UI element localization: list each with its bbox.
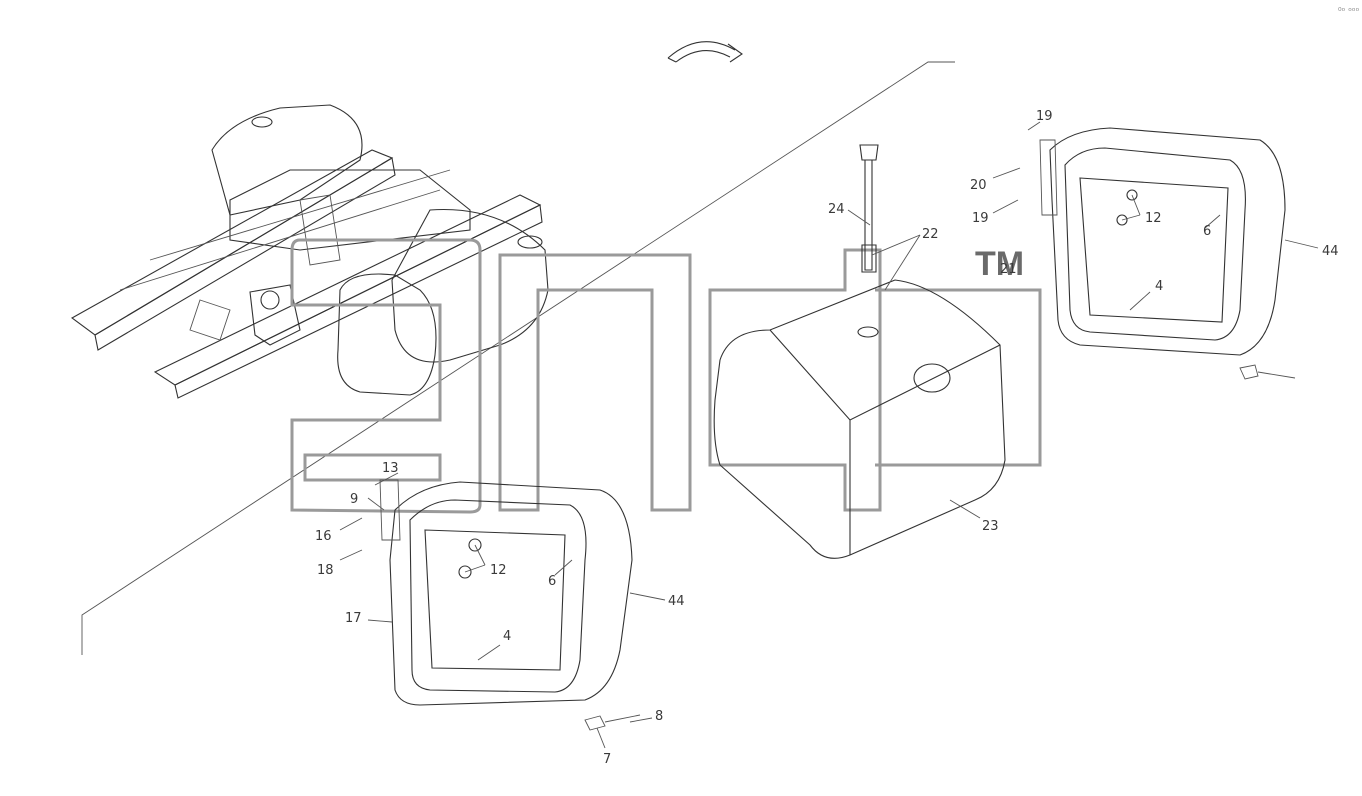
callout-12: 12 xyxy=(490,563,507,578)
callout-21: 21 xyxy=(1000,262,1017,277)
right-leader-lines xyxy=(992,121,1319,311)
callout-4-right: 4 xyxy=(1155,279,1163,294)
trademark-mark: TM xyxy=(975,245,1024,283)
callout-18: 18 xyxy=(317,563,334,578)
fuel-tank-drawing xyxy=(713,144,1006,559)
callout-22: 22 xyxy=(922,227,939,242)
callout-17: 17 xyxy=(345,611,362,626)
callout-6: 6 xyxy=(548,574,556,589)
callout-4: 4 xyxy=(503,629,511,644)
callout-19-top: 19 xyxy=(1036,109,1053,124)
chassis-assembly-drawing xyxy=(70,104,549,399)
left-cover-assembly xyxy=(379,479,641,731)
assembly-leader-line xyxy=(81,61,955,655)
right-cover-assembly xyxy=(1039,127,1296,380)
callout-20: 20 xyxy=(970,178,987,193)
center-leader-lines xyxy=(847,209,981,519)
callout-13: 13 xyxy=(382,461,399,476)
left-leader-lines xyxy=(339,472,666,749)
callout-16: 16 xyxy=(315,529,332,544)
callout-7: 7 xyxy=(603,752,611,767)
callout-9: 9 xyxy=(350,492,358,507)
rotate-arrow-icon xyxy=(667,41,743,63)
callout-24: 24 xyxy=(828,202,845,217)
callout-44: 44 xyxy=(668,594,685,609)
callout-8: 8 xyxy=(655,709,663,724)
callout-44-right: 44 xyxy=(1322,244,1339,259)
callout-12-right: 12 xyxy=(1145,211,1162,226)
callout-19-bottom: 19 xyxy=(972,211,989,226)
callout-23: 23 xyxy=(982,519,999,534)
corner-mark: ⁰ᵒ ᵒᵒᵒ xyxy=(1338,7,1360,17)
callout-6-right: 6 xyxy=(1203,224,1211,239)
